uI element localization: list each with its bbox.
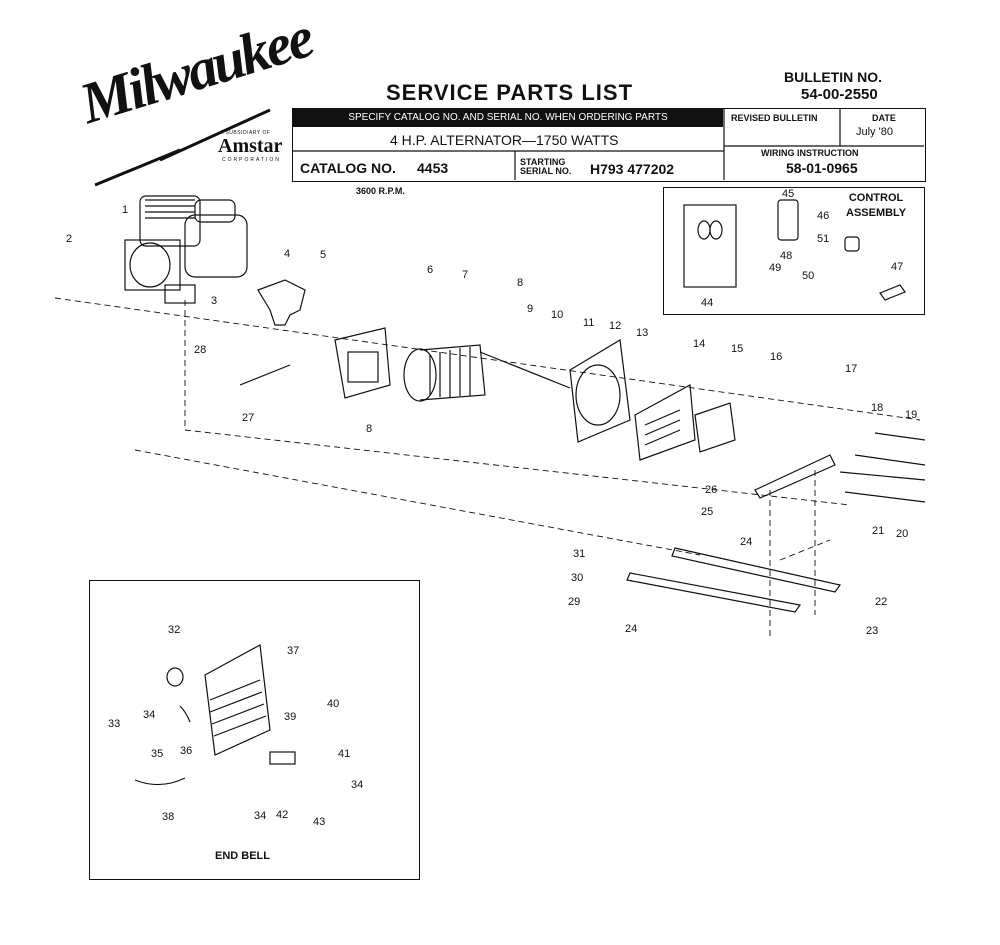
part-number-label: 24 [625,623,637,635]
part-number-label: 6 [427,264,433,276]
wiring-label: WIRING INSTRUCTION [761,148,859,158]
part-number-label: 43 [313,816,325,828]
page-title: SERVICE PARTS LIST [386,80,634,105]
date-label: DATE [872,113,896,123]
header-table [292,108,926,182]
part-number-label: 31 [573,548,585,560]
part-number-label: 22 [875,596,887,608]
engine-part [124,195,248,304]
part-number-label: 18 [871,402,883,414]
part-number-label: 4 [284,248,290,260]
serial-label: SERIAL NO. [520,166,572,176]
part-number-label: 34 [143,709,155,721]
subsidiary-text: A SUBSIDIARY OF [220,130,271,136]
part-number-label: 29 [568,596,580,608]
end-bell-box [89,580,420,880]
part-number-label: 35 [151,748,163,760]
revised-bulletin-label: REVISED BULLETIN [731,113,818,123]
part-number-label: 48 [780,250,792,262]
part-number-label: 7 [462,269,468,281]
bulletin-label: BULLETIN NO. [784,69,882,85]
part-number-label: 28 [194,344,206,356]
part-number-label: 34 [351,779,363,791]
end-bell-label: END BELL [215,850,270,862]
wiring-number: 58-01-0965 [786,160,858,176]
control-assembly-label: CONTROL ASSEMBLY [846,191,906,221]
part-number-label: 12 [609,320,621,332]
part-number-label: 46 [817,210,829,222]
part-number-label: 26 [705,484,717,496]
control-label-2: ASSEMBLY [846,207,907,219]
serial-number: H793 477202 [590,161,675,177]
date-value: July '80 [856,126,893,138]
part-number-label: 49 [769,262,781,274]
part-number-label: 27 [242,412,254,424]
part-number-label: 1 [122,204,128,216]
catalog-label: CATALOG NO. [300,160,396,176]
starting-serial-label: STARTING SERIAL NO. [520,158,571,176]
part-number-label: 21 [872,525,884,537]
part-number-label: 17 [845,363,857,375]
part-number-label: 36 [180,745,192,757]
part-number-label: 15 [731,343,743,355]
bulletin-number: 54-00-2550 [801,86,878,103]
part-number-label: 14 [693,338,705,350]
part-number-label: 13 [636,327,648,339]
part-number-label: 51 [817,233,829,245]
part-number-label: 11 [583,317,594,329]
part-number-label: 38 [162,811,174,823]
part-number-label: 41 [338,748,350,760]
catalog-number: 4453 [417,160,449,176]
part-number-label: 20 [896,528,908,540]
model-title: 4 H.P. ALTERNATOR—1750 WATTS [390,132,619,148]
part-number-label: 33 [108,718,120,730]
part-number-label: 34 [254,810,266,822]
specify-bar: SPECIFY CATALOG NO. AND SERIAL NO. WHEN … [293,109,723,127]
control-label-1: CONTROL [848,192,904,204]
part-number-label: 9 [527,303,533,315]
part-number-label: 42 [276,809,288,821]
control-assembly-box [663,187,925,315]
starting-label: STARTING [520,157,566,167]
part-number-label: 30 [571,572,583,584]
part-number-label: 16 [770,351,782,363]
part-number-label: 19 [905,409,917,421]
part-number-label: 24 [740,536,752,548]
part-number-label: 40 [327,698,339,710]
part-number-label: 44 [701,297,713,309]
part-number-label: 50 [802,270,814,282]
rpm-label: 3600 R.P.M. [356,186,405,196]
part-number-label: 47 [891,261,903,273]
part-number-label: 8 [517,277,523,289]
part-number-label: 45 [782,188,794,200]
amstar-logo: Amstar [218,135,283,157]
corporation-text: CORPORATION [222,157,281,163]
part-number-label: 5 [320,249,326,261]
part-number-label: 10 [551,309,563,321]
part-number-label: 32 [168,624,180,636]
part-number-label: 25 [701,506,713,518]
part-number-label: 23 [866,625,878,637]
part-number-label: 39 [284,711,296,723]
part-number-label: 37 [287,645,299,657]
part-number-label: 3 [211,295,217,307]
part-number-label: 8 [366,423,372,435]
part-number-label: 2 [66,233,72,245]
